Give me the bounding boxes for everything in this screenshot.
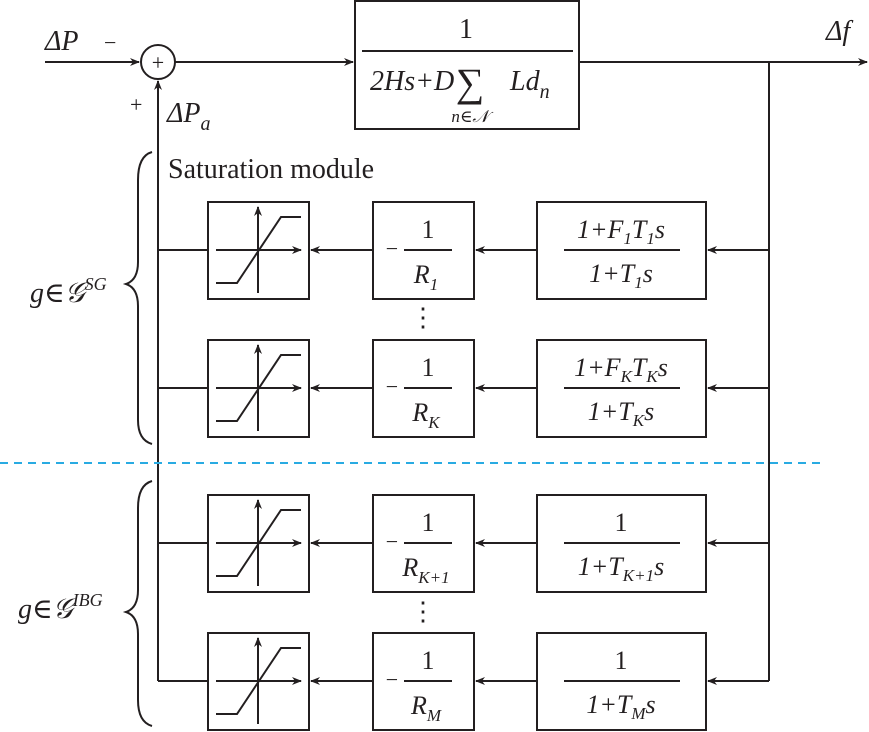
gain-numerator: 1 [422, 215, 435, 244]
gain-denominator: RK+1 [401, 553, 449, 587]
gain-denominator: RM [410, 691, 442, 725]
saturation-icon [216, 499, 302, 586]
tf-numerator: 1 [615, 646, 628, 675]
gain-sign: − [386, 236, 398, 261]
ibg-brace [122, 480, 153, 727]
sg-ellipsis: ⋮ [410, 303, 436, 332]
tf-denominator: 1+TMs [586, 690, 655, 723]
plant-denominator-left: 2Hs+D [370, 66, 454, 97]
control-loop-row: 1+FKTKs 1+TKs −1RK [158, 339, 769, 438]
control-loop-row: 11+TMs−1RM [158, 632, 769, 731]
input-sign: − [104, 30, 116, 55]
saturation-icon [216, 344, 302, 431]
gain-sign: − [386, 374, 398, 399]
ibg-ellipsis: ⋮ [410, 597, 436, 626]
control-loop-row: 11+TK+1s−1RK+1 [158, 494, 769, 593]
gain-numerator: 1 [422, 508, 435, 537]
saturation-module-label: Saturation module [168, 154, 374, 185]
sg-brace [122, 151, 153, 445]
gain-denominator: R1 [413, 260, 438, 294]
control-loop-row: 1+F1T1s 1+T1s −1R1 [158, 201, 769, 300]
plant-box [354, 0, 580, 130]
plant-numerator: 1 [459, 14, 473, 45]
gain-sign: − [386, 529, 398, 554]
summing-symbol: + [152, 50, 164, 75]
tf-numerator: 1+F1T1s [577, 215, 665, 248]
feedback-label: ΔPa [166, 98, 211, 135]
tf-denominator: 1+TK+1s [578, 552, 664, 585]
control-loops: 1+F1T1s1+T1s−1R11+FKTKs1+TKs−1RK11+TK+1s… [158, 201, 769, 731]
tf-denominator: 1+TKs [588, 397, 654, 430]
sum-symbol: ∑ [456, 60, 485, 105]
gain-denominator: RK [411, 398, 441, 432]
output-label: Δf [825, 16, 853, 47]
saturation-icon [216, 206, 302, 293]
input-label: ΔP [44, 26, 79, 57]
tf-numerator: 1+FKTKs [574, 353, 668, 386]
tf-denominator: 1+T1s [589, 259, 653, 292]
sum-index: n∈𝒩 [451, 107, 494, 126]
feedback-sign: + [130, 92, 142, 117]
saturation-icon [216, 637, 302, 724]
gain-numerator: 1 [422, 646, 435, 675]
tf-numerator: 1 [615, 508, 628, 537]
sg-group-label: g∈𝒢SG [30, 274, 107, 309]
gain-numerator: 1 [422, 353, 435, 382]
gain-sign: − [386, 667, 398, 692]
ibg-group-label: g∈𝒢IBG [18, 590, 103, 625]
plant-denominator-right: Ldn [509, 66, 550, 103]
